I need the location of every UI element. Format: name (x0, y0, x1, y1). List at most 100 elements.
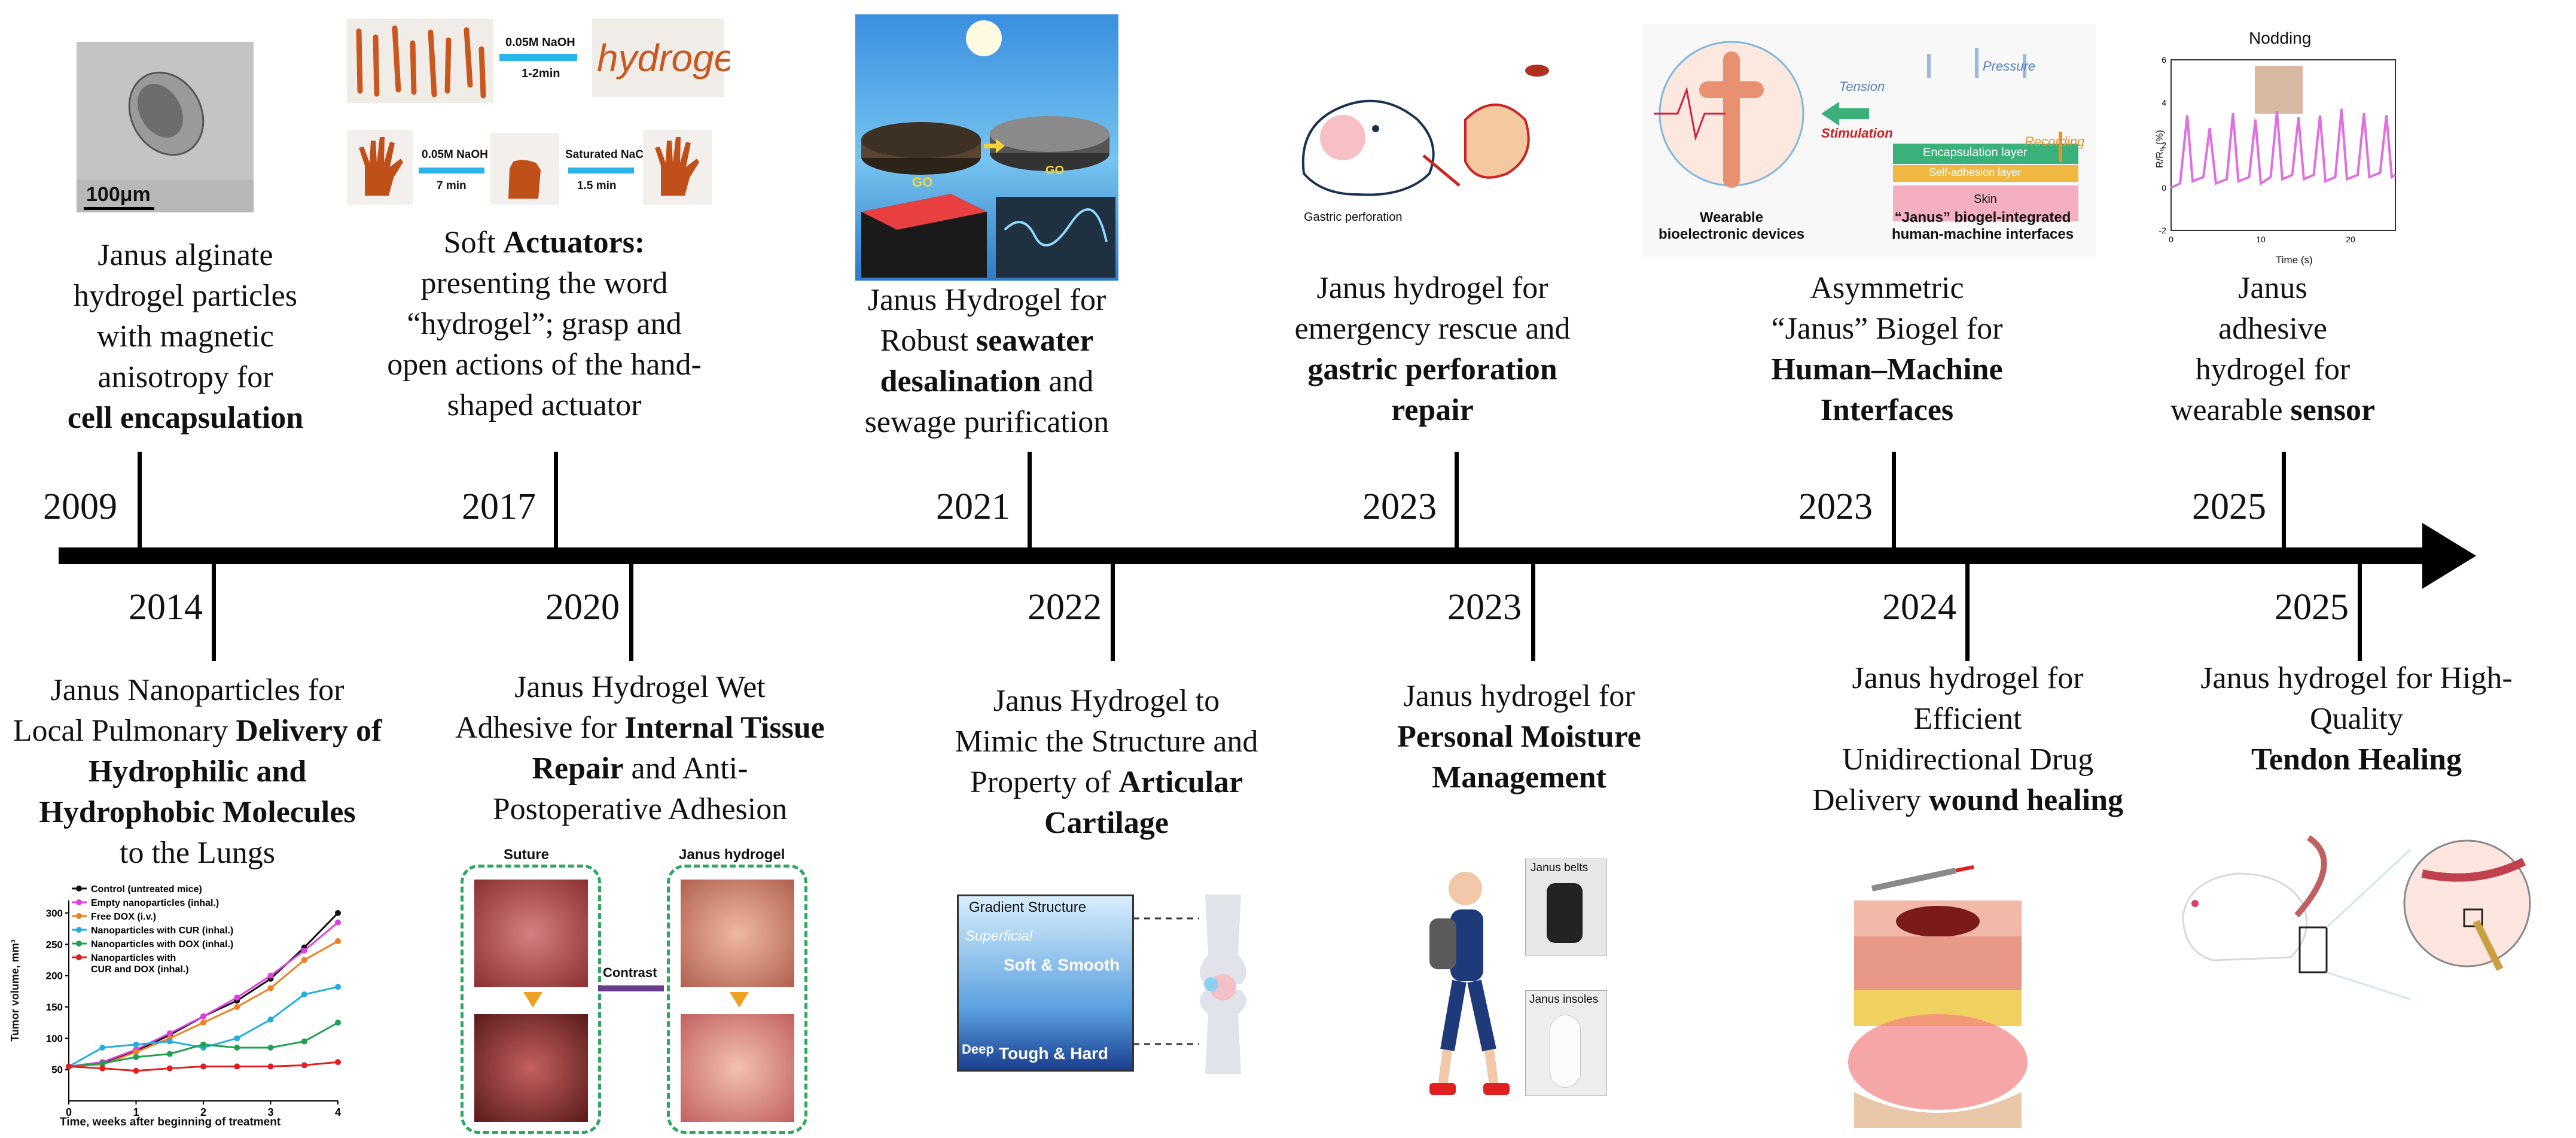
tumor-ylabel: Tumor volume, mm³ (8, 939, 21, 1042)
event-caption-2021: Janus Hydrogel for Robust seawater desal… (864, 283, 1109, 439)
janus-panel (667, 865, 807, 1134)
actuator-figure: 0.05M NaOH 1-2min hydrogel 0.05M NaOH 7 … (347, 19, 730, 211)
tumor-data-point (66, 1063, 72, 1070)
tumor-legend-label: Nanoparticles with (91, 953, 176, 963)
tumor-data-point (133, 1049, 139, 1055)
tumor-data-point (301, 947, 307, 954)
tumor-data-point (133, 1041, 139, 1048)
tumor-data-point (99, 1045, 106, 1051)
tumor-data-point (335, 1059, 341, 1066)
tumor-data-point (200, 1020, 206, 1026)
event-caption-2009: Janus alginate hydrogel particles with m… (67, 238, 304, 435)
tumor-xtick-label: 3 (267, 1106, 273, 1118)
sensor-xtick-label: 20 (2346, 235, 2355, 244)
sensor-series-line (2170, 108, 2397, 189)
tumor-data-point (133, 1054, 139, 1060)
gradient-box (957, 894, 1134, 1072)
tick-2021 (1028, 452, 1032, 550)
tumor-ytick-label: 200 (46, 970, 63, 982)
go-label-1: GO (912, 175, 933, 190)
desalination-scene (861, 20, 1115, 278)
tick-2009 (138, 452, 142, 550)
sensor-xtick-label: 10 (2256, 235, 2266, 244)
janus-hmi-label: “Janus” biogel-integrated human-machine … (1891, 209, 2074, 242)
tumor-data-point (99, 1065, 106, 1072)
recording-label: Recording (2025, 134, 2085, 149)
tumor-legend-marker (76, 954, 82, 960)
hmi-figure: Pressure Tension Stimulation Encapsulati… (1642, 24, 2096, 257)
timeline-axis (59, 547, 2427, 564)
tumor-data-point (234, 1035, 240, 1042)
tumor-data-point (335, 984, 341, 990)
event-caption-2025-sensor: Janus adhesive hydrogel for wearable sen… (2170, 271, 2376, 427)
contrast-arrow (598, 985, 664, 991)
sensor-plot-frame (2170, 59, 2396, 231)
tumor-xtick-label: 1 (133, 1106, 139, 1118)
event-caption-2017: Soft Actuators: presenting the word “hyd… (387, 226, 702, 422)
timeline-arrow-head (2422, 523, 2476, 589)
tumor-legend-marker (76, 927, 82, 933)
tumor-data-point (200, 1041, 206, 1048)
year-label: 2025 (2275, 587, 2349, 628)
sensor-ytick-label: -2 (2159, 226, 2167, 235)
janus-photo-bottom (681, 1014, 794, 1122)
sensor-ylabel: R/R₀ (%) (2154, 130, 2165, 168)
sensor-xlabel: Time (s) (2276, 254, 2313, 266)
scale-label: 100μm (86, 183, 151, 206)
sensor-chart-title: Nodding (2249, 29, 2312, 47)
tumor-data-point (335, 1020, 341, 1026)
tick-2020 (629, 562, 633, 661)
janus-hydrogel-label: Janus hydrogel (679, 847, 785, 863)
suture-panel (461, 865, 601, 1134)
tumor-data-point (267, 1063, 274, 1070)
tick-2023b (1892, 452, 1896, 550)
tumor-legend-marker (76, 941, 82, 947)
particle-image (77, 71, 254, 212)
moisture-figure: Janus belts Janus insoles (1406, 853, 1609, 1098)
insole-label: Janus insoles (1529, 993, 1599, 1006)
tumor-ytick-label: 100 (46, 1033, 63, 1044)
tumor-ytick-label: 300 (46, 908, 63, 919)
desalination-figure: GO GO (855, 14, 1118, 281)
soft-smooth-label: Soft & Smooth (1004, 956, 1120, 974)
arrow-cyan-3 (568, 168, 634, 174)
year-label: 2014 (129, 587, 203, 628)
sensor-inset-photo (2255, 66, 2303, 114)
year-label: 2023 (1798, 486, 1873, 527)
nacl-label: Saturated NaCl (565, 148, 647, 161)
event-caption-2022: Janus Hydrogel to Mimic the Structure an… (955, 684, 1258, 840)
knee-illustration (1133, 894, 1246, 1074)
tick-2025a (2282, 452, 2286, 550)
naoh-label-2: 0.05M NaOH (422, 148, 488, 161)
tumor-data-point (99, 1060, 106, 1067)
encapsulation-label: Encapsulation layer (1923, 146, 2028, 159)
mouse-illustration (1301, 65, 1549, 196)
tumor-data-point (234, 994, 240, 1001)
arrow-cyan-1 (499, 54, 577, 61)
year-label: 2025 (2192, 486, 2266, 527)
superficial-label: Superficial (965, 928, 1033, 944)
tumor-ytick-label: 150 (46, 1002, 63, 1013)
suture-photo-bottom (474, 1014, 588, 1122)
tumor-legend-label: Nanoparticles with CUR (inhal.) (91, 926, 233, 936)
year-label: 2021 (936, 486, 1010, 527)
tumor-data-point (200, 1063, 206, 1070)
tumor-xlabel: Time, weeks after beginning of treatment (60, 1116, 281, 1128)
tumor-ytick-label: 250 (46, 939, 63, 950)
time-label-3: 1.5 min (577, 179, 617, 192)
time-label-2: 7 min (437, 179, 467, 192)
year-label: 2023 (1447, 587, 1522, 628)
tumor-legend-label: CUR and DOX (inhal.) (91, 964, 189, 975)
year-label: 2023 (1362, 486, 1437, 527)
insole-photo: Janus insoles (1525, 990, 1607, 1096)
sensor-ytick-label: 2 (2162, 141, 2166, 150)
tumor-legend-marker (76, 886, 82, 891)
tumor-xtick-label: 0 (66, 1106, 72, 1118)
event-caption-2023-gastric: Janus hydrogel for emergency rescue and … (1294, 271, 1571, 427)
wearable-label: Wearable bioelectronic devices (1658, 209, 1805, 242)
sensor-ytick-label: 6 (2162, 55, 2166, 65)
event-caption-2014: Janus Nanoparticles for Local Pulmonary … (13, 673, 382, 870)
